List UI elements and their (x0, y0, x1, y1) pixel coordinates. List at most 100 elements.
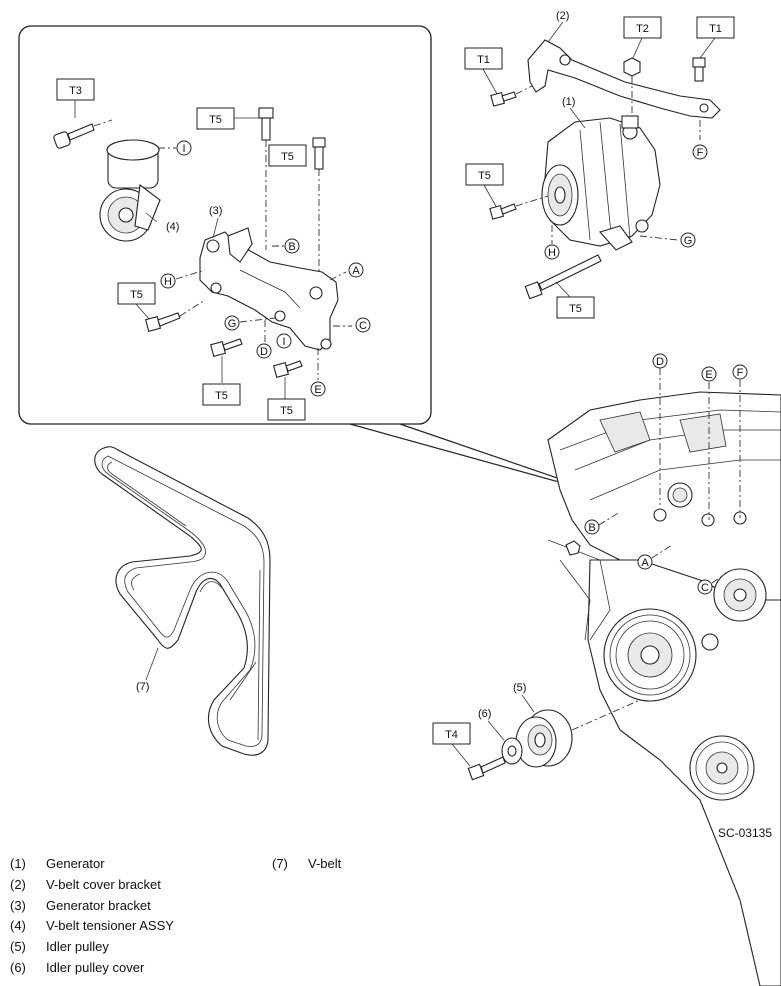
bolt-t3-icon (53, 123, 95, 149)
part-number-1: (1) (562, 96, 575, 108)
ref-letter-h-inset: H (160, 273, 176, 289)
tensioner-assy-icon (99, 139, 161, 242)
svg-text:C: C (701, 582, 709, 594)
svg-text:G: G (684, 235, 693, 247)
legend-number: (4) (10, 918, 26, 933)
svg-text:T2: T2 (636, 23, 649, 35)
vbelt-icon (94, 446, 271, 756)
bolt-t5-d-icon (209, 338, 243, 358)
ref-letter-d-engine: D (652, 353, 668, 369)
idler-pulley-group: (5) (6) T4 (432, 682, 641, 781)
svg-text:T5: T5 (215, 390, 228, 402)
ref-letter-i-inset-2: I (276, 333, 292, 349)
legend-name: Generator (46, 856, 105, 871)
part-number-7: (7) (136, 681, 149, 693)
svg-text:T5: T5 (281, 151, 294, 163)
legend-item: (6) Idler pulley cover (10, 960, 144, 980)
legend-number: (1) (10, 856, 26, 871)
callout-t5-gen-left: T5 (465, 163, 504, 186)
ref-letter-a-engine: A (637, 554, 653, 570)
svg-text:C: C (359, 320, 367, 332)
svg-text:A: A (352, 265, 360, 277)
through-bolt-t5-icon (524, 254, 602, 300)
svg-text:T5: T5 (130, 289, 143, 301)
legend-item: (5)Idler pulley (10, 939, 109, 959)
ref-letter-f-engine: F (732, 364, 748, 380)
svg-text:F: F (737, 367, 744, 379)
bolt-t5-gen-left-icon (489, 203, 517, 220)
svg-text:T5: T5 (209, 114, 222, 126)
legend-name: Generator bracket (46, 898, 151, 913)
idler-pulley-icon (515, 709, 573, 768)
legend-item: (7) V-belt (272, 856, 341, 876)
detail-inset: T3 I (4) T5 (18, 25, 669, 517)
callout-t1-right: T1 (696, 16, 735, 39)
ref-letter-b-inset: B (284, 238, 300, 254)
nut-t2-icon (623, 57, 641, 77)
legend-number: (7) (272, 856, 288, 871)
part-number-3: (3) (209, 205, 222, 217)
legend-number: (3) (10, 898, 26, 913)
svg-text:E: E (314, 384, 321, 396)
ref-letter-d-inset: D (256, 343, 272, 359)
callout-t4: T4 (432, 722, 471, 745)
bolt-t1-right-icon (692, 57, 706, 82)
svg-text:A: A (641, 557, 649, 569)
svg-text:H: H (548, 247, 556, 259)
svg-text:E: E (705, 369, 712, 381)
svg-text:D: D (260, 346, 268, 358)
legend-item: (4) V-belt tensioner ASSY (10, 918, 174, 938)
svg-text:T3: T3 (69, 85, 82, 97)
legend-name: V-belt (308, 856, 342, 871)
generator-icon (541, 115, 661, 251)
svg-text:T1: T1 (477, 54, 490, 66)
svg-text:B: B (588, 522, 595, 534)
figure-code: SC-03135 (717, 826, 772, 840)
callout-t5-inset-a: T5 (196, 107, 235, 130)
svg-text:G: G (228, 318, 237, 330)
callout-t2: T2 (623, 16, 662, 39)
ref-letter-a-inset: A (348, 262, 364, 278)
ref-letter-g-inset: G (224, 315, 240, 331)
legend-name: V-belt tensioner ASSY (46, 918, 174, 933)
bolt-t1-left-icon (490, 91, 517, 107)
generator-group: (2) T2 T1 F T1 (464, 10, 735, 319)
svg-text:T4: T4 (445, 729, 458, 741)
inset-frame (18, 25, 432, 425)
legend-item: (1) Generator (10, 856, 105, 876)
svg-text:F: F (697, 147, 704, 159)
svg-text:I: I (182, 143, 185, 155)
svg-text:T5: T5 (478, 170, 491, 182)
callout-t3: T3 (56, 78, 95, 101)
bolt-t5-c-icon (144, 312, 181, 333)
legend-item: (3) Generator bracket (10, 898, 151, 918)
part-number-6: (6) (478, 708, 491, 720)
part-number-2: (2) (556, 10, 569, 22)
ref-letter-f-gen: F (692, 144, 708, 160)
callout-t5-inset-e: T5 (267, 398, 306, 421)
svg-text:T5: T5 (569, 303, 582, 315)
legend-number: (6) (10, 960, 26, 975)
ref-letter-c-engine: C (697, 579, 713, 595)
callout-t5-gen-bottom: T5 (556, 296, 595, 319)
legend-item: (2)V-belt cover bracket (10, 877, 161, 897)
part-number-4: (4) (166, 221, 179, 233)
legend-number: (5) (10, 939, 26, 954)
legend-name: Idler pulley cover (46, 960, 145, 975)
svg-text:B: B (288, 241, 295, 253)
svg-text:T5: T5 (280, 405, 293, 417)
callout-t5-inset-c: T5 (117, 282, 156, 305)
engine-block: D E F B A C (547, 353, 781, 986)
callout-t5-inset-d: T5 (202, 383, 241, 406)
svg-text:D: D (656, 356, 664, 368)
idler-pulley-cover-icon (501, 737, 523, 765)
vbelt-cover-bracket-icon (527, 39, 721, 119)
callout-t5-inset-b: T5 (268, 144, 307, 167)
ref-letter-c-inset: C (355, 317, 371, 333)
ref-letter-e-engine: E (701, 366, 717, 382)
ref-letter-h-gen: H (544, 244, 560, 260)
svg-text:H: H (164, 276, 172, 288)
ref-letter-g-gen: G (680, 232, 696, 248)
ref-letter-e-inset: E (310, 381, 326, 397)
